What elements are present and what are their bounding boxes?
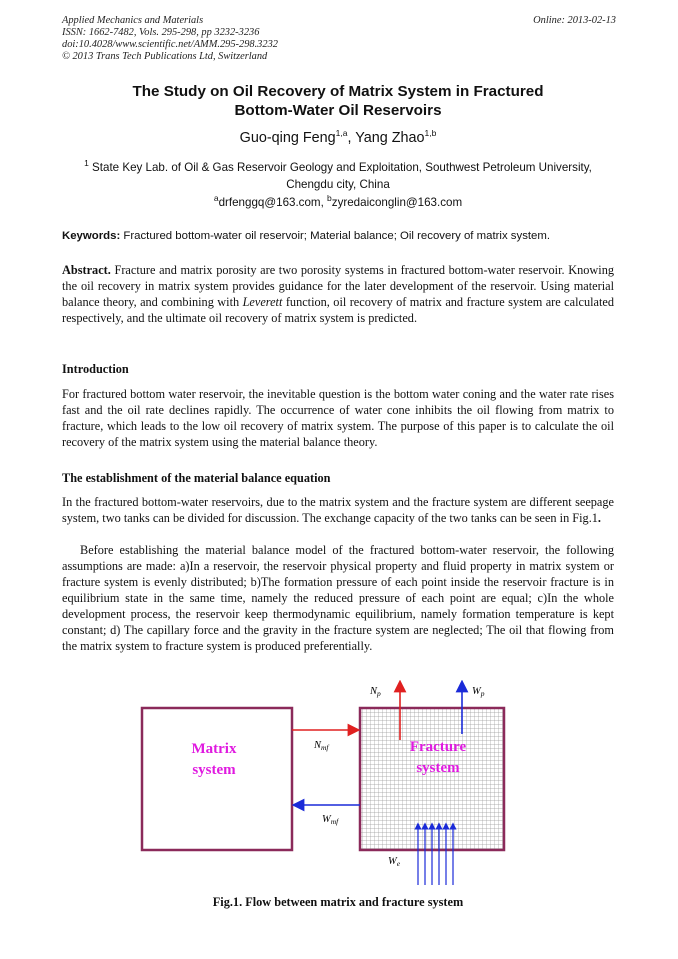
- establishment-para-1: In the fractured bottom-water reservoirs…: [62, 494, 614, 526]
- introduction-heading: Introduction: [62, 362, 129, 376]
- author-2: Yang Zhao: [355, 129, 425, 146]
- affiliation-line-1: State Key Lab. of Oil & Gas Reservoir Ge…: [88, 160, 592, 174]
- email-separator: ,: [320, 195, 328, 209]
- flow-diagram: Matrix system Fracture system Np Wp Nmf …: [140, 680, 506, 885]
- author-1-affil: 1,a: [335, 128, 348, 138]
- email-marker-b: b: [327, 193, 332, 203]
- abstract-text-2: function, oil recovery of matrix and fra…: [62, 295, 614, 325]
- introduction-text: For fractured bottom water reservoir, th…: [62, 387, 614, 449]
- email-b[interactable]: zyredaiconglin@163.com: [331, 195, 463, 209]
- we-label: We: [388, 856, 401, 868]
- matrix-label-line-2: system: [192, 762, 236, 778]
- author-list: Guo-qing Feng1,a, Yang Zhao1,b: [62, 128, 614, 146]
- bottom-water-influx-arrows: [414, 822, 457, 885]
- establishment-para-2: Before establishing the material balance…: [62, 543, 614, 653]
- wmf-label: Wmf: [322, 814, 339, 826]
- establishment-para-1-period: .: [597, 511, 601, 525]
- figure-caption: Fig.1. Flow between matrix and fracture …: [212, 895, 464, 909]
- paper-title: The Study on Oil Recovery of Matrix Syst…: [62, 82, 614, 120]
- copyright-line: © 2013 Trans Tech Publications Ltd, Swit…: [62, 51, 268, 62]
- keywords-label: Keywords:: [62, 230, 121, 242]
- email-a[interactable]: drfenggq@163.com: [218, 195, 321, 209]
- online-date: Online: 2013-02-13: [533, 15, 616, 26]
- author-emails: adrfenggq@163.com, bzyredaiconglin@163.c…: [62, 193, 614, 209]
- matrix-label-line-1: Matrix: [192, 741, 237, 757]
- abstract-label: Abstract.: [62, 263, 111, 277]
- np-label: Np: [369, 686, 381, 698]
- wp-label: Wp: [472, 686, 485, 698]
- email-marker-a: a: [213, 193, 219, 203]
- fracture-label-line-2: system: [416, 760, 460, 776]
- author-1: Guo-qing Feng: [239, 129, 336, 146]
- keywords: Keywords: Fractured bottom-water oil res…: [62, 230, 614, 242]
- title-line-1: The Study on Oil Recovery of Matrix Syst…: [132, 83, 544, 100]
- abstract-text-1: Fracture and matrix porosity are two por…: [62, 263, 614, 309]
- affiliation-line-2: Chengdu city, China: [286, 177, 390, 191]
- title-line-2: Bottom-Water Oil Reservoirs: [234, 102, 442, 119]
- affiliation: 1 State Key Lab. of Oil & Gas Reservoir …: [62, 155, 614, 193]
- establishment-para-1-text: In the fractured bottom-water reservoirs…: [62, 495, 614, 525]
- journal-name: Applied Mechanics and Materials: [62, 15, 204, 26]
- matrix-system-box: [140, 706, 294, 852]
- author-2-affil: 1,b: [424, 128, 437, 138]
- journal-header: Applied Mechanics and Materials ISSN: 16…: [62, 15, 278, 63]
- doi-line: doi:10.4028/www.scientific.net/AMM.295-2…: [62, 39, 278, 50]
- nmf-label: Nmf: [313, 740, 329, 752]
- fracture-label-line-1: Fracture: [410, 739, 467, 755]
- abstract: Abstract. Fracture and matrix porosity a…: [62, 262, 614, 326]
- keywords-text: Fractured bottom-water oil reservoir; Ma…: [120, 230, 551, 242]
- affiliation-marker: 1: [84, 158, 89, 168]
- author-separator: ,: [347, 129, 356, 146]
- issn-line: ISSN: 1662-7482, Vols. 295-298, pp 3232-…: [62, 27, 260, 38]
- abstract-italic-term: Leverett: [242, 295, 283, 309]
- establishment-heading: The establishment of the material balanc…: [62, 471, 331, 485]
